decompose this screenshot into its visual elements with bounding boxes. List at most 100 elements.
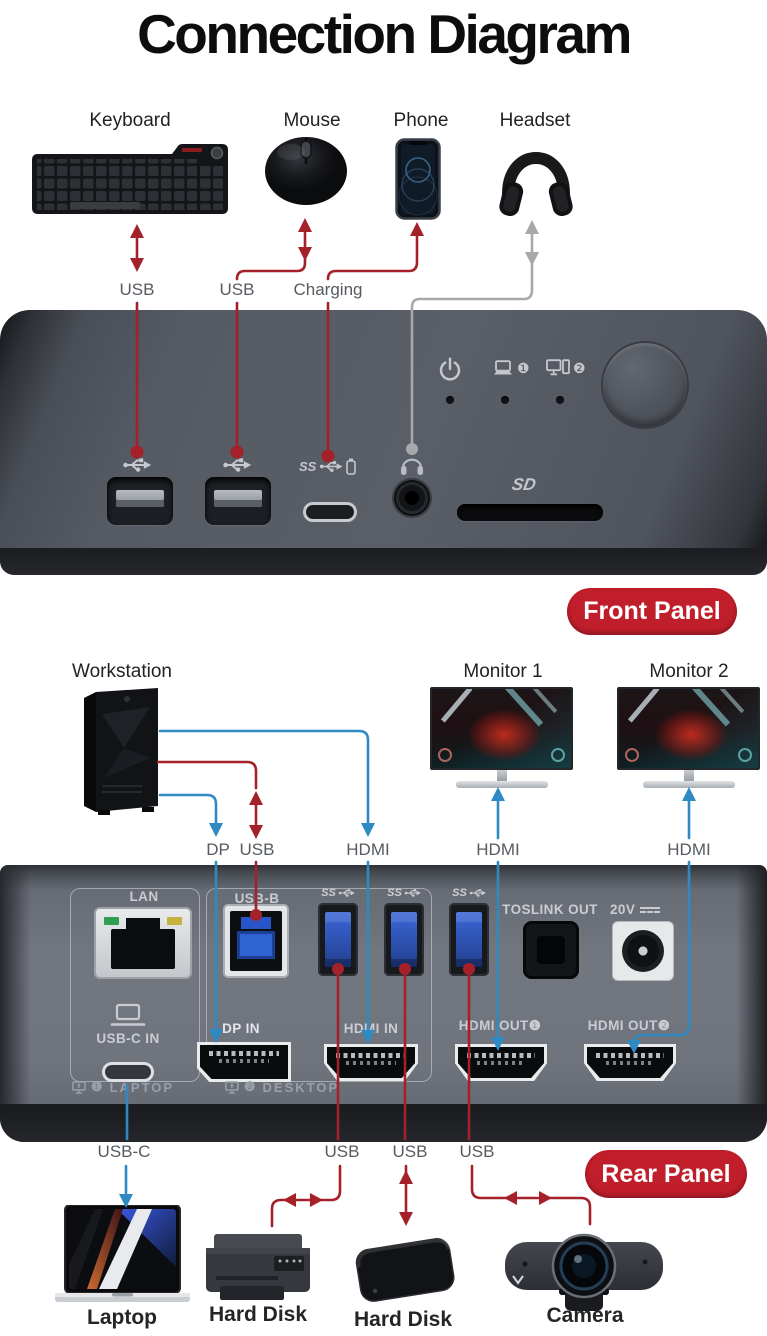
hdmi-out2-port [584, 1044, 676, 1081]
display-share-icon [225, 1080, 239, 1094]
front-usb-c-port [303, 502, 357, 522]
usb-line-label: USB [239, 840, 275, 859]
keyboard-image [32, 144, 228, 214]
phone-image [395, 138, 441, 220]
hdmi-in-line-label: HDMI [346, 840, 390, 859]
usb-trident-icon [319, 460, 344, 473]
hdmi-in-label: HDMI IN [343, 1021, 399, 1036]
dp-in-label: DP IN [222, 1021, 260, 1036]
lan-port [94, 907, 192, 979]
laptop-device-label: Laptop [87, 1306, 157, 1329]
hdmi-in-port [324, 1044, 418, 1081]
charging-label: Charging [293, 280, 363, 299]
indicator-2-number: ❷ [573, 359, 586, 376]
laptop-1-indicator: ❶ [492, 360, 530, 376]
monitor1-screen [430, 687, 573, 770]
workstation-label: Workstation [72, 661, 172, 682]
harddisk2-device-label: Hard Disk [353, 1308, 453, 1331]
dc-power-port [612, 921, 674, 981]
display-share-icon [72, 1080, 86, 1094]
host-switch-button [603, 343, 687, 427]
usb-line-label-1: USB [324, 1142, 360, 1161]
monitor2-screen [617, 687, 760, 770]
usb-c-in-label: USB-C IN [96, 1031, 160, 1046]
monitor1-image [430, 687, 573, 788]
usb-icon [222, 457, 252, 473]
hdmi-out1-number: ❶ [528, 1018, 542, 1033]
front-panel-badge: Front Panel [567, 588, 737, 635]
workstation-image [84, 688, 158, 815]
monitor2-image [617, 687, 760, 788]
usb-icon [122, 457, 152, 473]
front-dock-bottom-edge [0, 548, 767, 575]
keyboard-usb-label: USB [119, 280, 155, 299]
headset-label: Headset [499, 110, 571, 131]
power-led [446, 396, 454, 404]
indicator-1-number: ❶ [517, 360, 530, 376]
toslink-label: TOSLINK OUT [502, 902, 598, 917]
usb-line-label-2: USB [392, 1142, 428, 1161]
usb-c-in-port [102, 1062, 154, 1082]
front-usb-a-port-1 [107, 477, 173, 525]
hdmi-out2-line-label: HDMI [667, 840, 711, 859]
headset-image [499, 152, 573, 217]
desktop-port-group [206, 888, 432, 1082]
superspeed-icon: SS [387, 887, 421, 899]
monitor2-label: Monitor 2 [649, 661, 729, 682]
page-title: Connection Diagram [137, 3, 632, 65]
hdmi-out2-number: ❷ [657, 1018, 671, 1033]
front-audio-jack [394, 480, 430, 516]
usb-c-line-label: USB-C [97, 1142, 151, 1161]
laptop-led [501, 396, 509, 404]
dp-in-port [197, 1042, 291, 1082]
lan-led-yellow [167, 917, 182, 925]
harddisk1-device-label: Hard Disk [208, 1303, 308, 1326]
desktop-led [556, 396, 564, 404]
rear-usb-a-port-3 [449, 903, 489, 976]
mouse-label: Mouse [283, 110, 341, 131]
mouse-image [265, 137, 347, 205]
superspeed-icon: SS [321, 887, 355, 899]
camera-device-label: Camera [546, 1304, 624, 1327]
rear-usb-a-port-2 [384, 903, 424, 976]
dp-line-label: DP [206, 840, 230, 859]
mouse-usb-label: USB [219, 280, 255, 299]
lan-label: LAN [129, 889, 159, 904]
sd-card-slot [457, 504, 603, 521]
hdmi-out1-port [455, 1044, 547, 1081]
laptop-host-icon [110, 1003, 146, 1026]
toslink-port [523, 921, 579, 979]
laptop-image [55, 1205, 190, 1302]
phone-label: Phone [393, 110, 449, 131]
superspeed-icon: SS [452, 887, 486, 899]
dc-symbol-icon [640, 906, 661, 913]
front-usb-a-port-2 [205, 477, 271, 525]
rear-panel-dock: LAN USB-B SS SS SS TOSLINK OUT 20V [0, 865, 767, 1142]
monitor1-label: Monitor 1 [463, 661, 543, 682]
battery-icon [346, 458, 357, 475]
usb-b-port [223, 904, 289, 978]
hdmi-out2-label: HDMI OUT❷ [587, 1018, 671, 1033]
rear-usb-a-port-1 [318, 903, 358, 976]
desktop-icon [546, 359, 570, 376]
hdmi-out1-label: HDMI OUT❶ [458, 1018, 542, 1033]
headset-jack-icon [401, 458, 423, 475]
hdmi-out1-line-label: HDMI [476, 840, 520, 859]
harddisk1-image [206, 1234, 310, 1300]
sd-logo: SD [510, 475, 538, 494]
keyboard-label: Keyboard [89, 110, 171, 131]
superspeed-charging-icon: SS [299, 458, 357, 475]
front-panel-dock: SS SD ❶ [0, 310, 767, 575]
dc-power-label: 20V [610, 902, 661, 917]
usb-line-label-3: USB [459, 1142, 495, 1161]
harddisk2-image [355, 1238, 455, 1302]
rear-dock-bottom-edge [0, 1104, 767, 1142]
laptop-icon [494, 360, 512, 375]
rear-panel-badge: Rear Panel [585, 1150, 747, 1198]
power-icon [439, 357, 461, 381]
desktop-2-indicator: ❷ [546, 359, 586, 376]
camera-image [505, 1233, 663, 1311]
